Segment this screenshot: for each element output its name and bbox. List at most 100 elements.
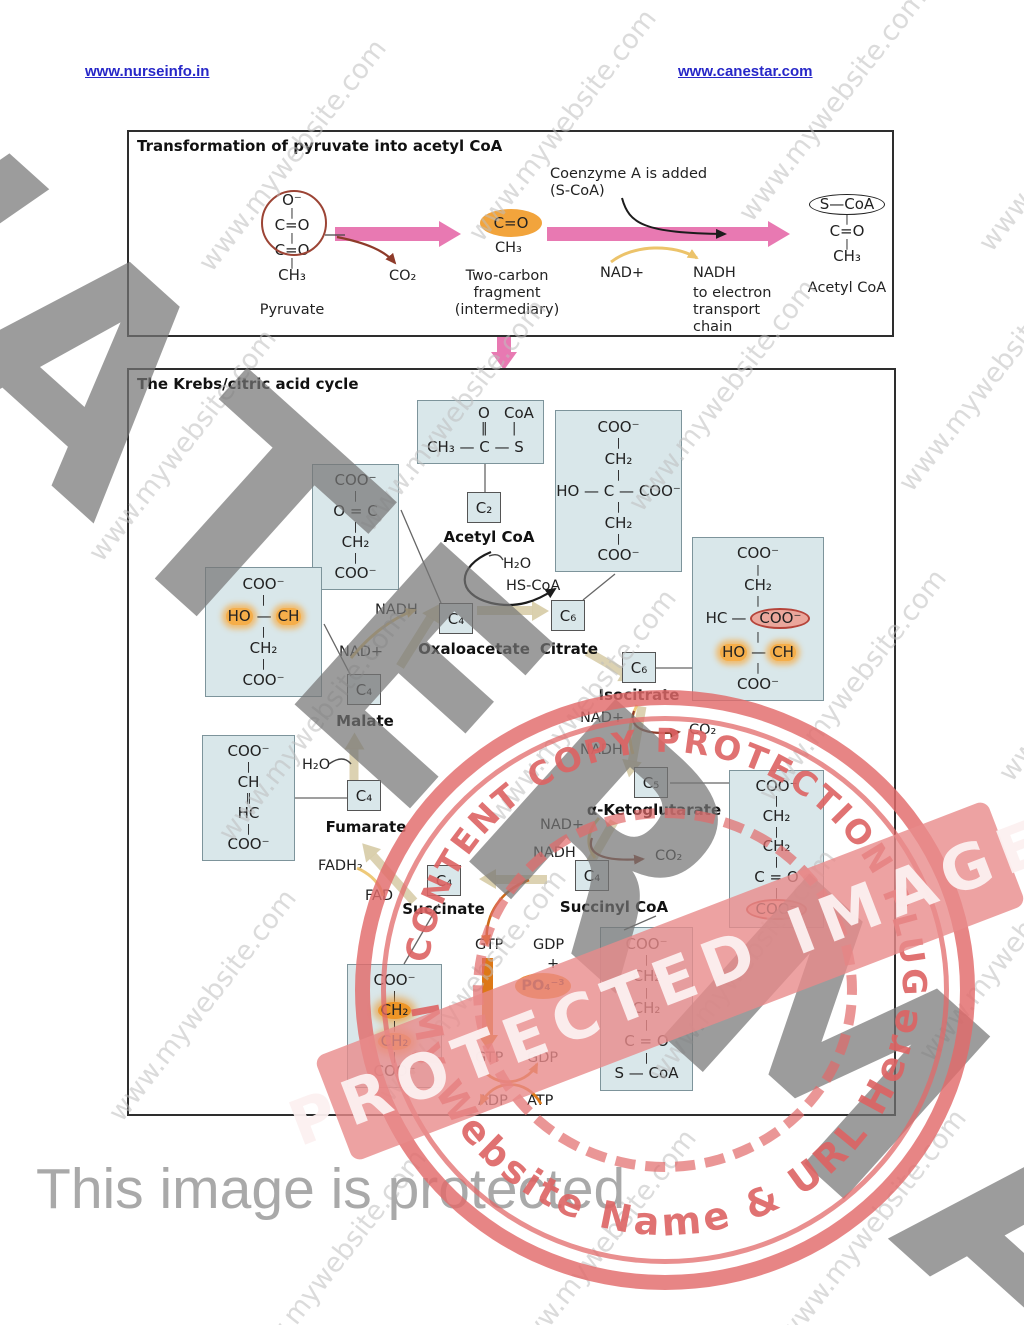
c4-box-oxaloacetate: C₄: [439, 603, 473, 634]
link-canestar[interactable]: www.canestar.com: [678, 63, 813, 80]
formula-line: HO — C — COO⁻: [556, 481, 681, 500]
pink-arrow-down: [497, 337, 511, 353]
formula-line: CH₂: [744, 575, 772, 594]
h2o-label-2: H₂O: [302, 757, 331, 773]
bond: |: [756, 594, 760, 608]
nadh-label-top: NADH: [693, 265, 736, 281]
formula-line: to electron: [693, 285, 772, 301]
bond: |: [353, 520, 358, 533]
c4-box-malate: C₄: [347, 674, 381, 705]
tile-watermark-text: www.mywebsite.com: [972, 13, 1024, 258]
citrate-structure-box: COO⁻|CH₂|HO — C — COO⁻|CH₂|COO⁻: [555, 410, 682, 572]
dash: —: [731, 609, 747, 628]
formula-line: COO⁻: [597, 545, 640, 564]
formula-line: transport: [693, 302, 760, 318]
double-bond: ‖: [481, 421, 488, 436]
bond: |: [353, 489, 358, 502]
ch-highlight: CH: [770, 643, 796, 662]
stamp-inner-ring: [473, 808, 857, 1172]
top-panel-arrows: [325, 197, 727, 265]
bond: |: [261, 593, 266, 606]
formula-line: CH: [237, 773, 260, 791]
ho-highlight: HO: [225, 606, 253, 625]
dash: —: [256, 606, 272, 625]
bond: |: [845, 212, 849, 225]
formula-row: HC — COO⁻: [705, 608, 811, 630]
link-nurseinfo[interactable]: www.nurseinfo.in: [85, 63, 210, 80]
stamp-middle-ring: [381, 716, 949, 1264]
bond: |: [261, 657, 266, 670]
bond: |: [261, 625, 266, 638]
formula-line: (S-CoA): [550, 183, 605, 199]
pink-arrow-1: [335, 227, 440, 241]
formula-line: Coenzyme A is added: [550, 166, 708, 182]
malate-label: Malate: [336, 712, 394, 730]
formula-line: fragment: [473, 285, 541, 301]
bond: |: [756, 562, 760, 576]
krebs-panel-title: The Krebs/citric acid cycle: [137, 375, 359, 393]
formula-line: (intermediary): [454, 302, 560, 318]
tile-watermark-text: www.mywebsite.com: [992, 543, 1024, 788]
formula-line: COO⁻: [227, 742, 270, 760]
bond: |: [246, 760, 251, 773]
acetyl-coa-structure: S—CoA | C=O | CH₃: [801, 194, 893, 265]
fragment-carbonyl: C=O: [493, 213, 529, 232]
cycle-arrow-oxaloacetate-citrate: [477, 606, 533, 615]
formula-line: O = C: [333, 502, 378, 520]
formula-line: HC: [237, 804, 260, 822]
formula-o: O: [478, 404, 490, 422]
formula-row: CH₃ — C — S: [427, 438, 524, 456]
formula-line: COO⁻: [736, 544, 779, 563]
pyruvate-circle: [261, 190, 327, 256]
bond: |: [756, 629, 760, 643]
bond: |: [616, 500, 621, 513]
citrate-label: Citrate: [539, 640, 599, 658]
formula-line: Two-carbon: [465, 268, 549, 284]
ch-highlight: CH: [275, 606, 302, 625]
hc: HC: [705, 609, 728, 628]
isocitrate-structure-box: COO⁻|CH₂| HC — COO⁻ | HO — CH |COO⁻: [692, 537, 824, 701]
formula-line: CH₃: [278, 266, 306, 284]
bond: |: [616, 532, 621, 545]
coenzyme-note: Coenzyme A is added(S-CoA): [550, 166, 707, 200]
bond: |: [246, 822, 251, 835]
formula-line: COO⁻: [334, 471, 377, 489]
formula-line: COO⁻: [736, 674, 779, 693]
c6-box-isocitrate: C₆: [622, 652, 656, 683]
nad-label-top: NAD+: [600, 265, 645, 281]
tile-watermark-text: www.mywebsite.com: [892, 253, 1024, 498]
fumarate-structure-box: COO⁻|CH‖HC|COO⁻: [202, 735, 295, 861]
formula-row: HO — CH: [225, 606, 302, 625]
formula-line: CH₂: [604, 449, 633, 468]
formula-coa: CoA: [504, 404, 534, 422]
formula-line: CH₂: [341, 533, 370, 551]
oxaloacetate-structure-box: COO⁻|O = C|CH₂|COO⁻: [312, 464, 399, 590]
ho-highlight: HO: [720, 643, 748, 662]
formula-line: COO⁻: [242, 670, 285, 689]
bond: |: [353, 551, 358, 564]
c2-box: C₂: [467, 492, 501, 523]
fumarate-label: Fumarate: [325, 818, 407, 836]
bond: |: [845, 237, 849, 250]
h2o-label-1: H₂O: [503, 556, 532, 572]
acetylcoa-structure-box: O CoA ‖ | CH₃ — C — S: [417, 400, 544, 464]
pyruvate-panel: Transformation of pyruvate into acetyl C…: [127, 130, 894, 337]
co2-label-top: CO₂: [389, 268, 417, 284]
acetyl-methyl: CH₃: [833, 247, 861, 265]
acetyl-carbonyl: C=O: [829, 222, 865, 240]
pyruvate-label: Pyruvate: [259, 302, 325, 318]
carbonyl-highlight: C=O: [480, 209, 542, 237]
nad-label-1: NAD+: [339, 644, 384, 660]
formula-line: CH₂: [249, 638, 278, 657]
formula-line: chain: [693, 319, 733, 335]
c4-box-fumarate: C₄: [347, 780, 381, 811]
formula-line: CH₂: [604, 513, 633, 532]
pink-arrow-2: [547, 227, 769, 241]
bond: |: [290, 256, 294, 269]
bond: |: [756, 661, 760, 675]
oxaloacetate-label: Oxaloacetate: [418, 640, 530, 658]
malate-structure-box: COO⁻ | HO — CH |CH₂|COO⁻: [205, 567, 322, 697]
formula-line: COO⁻: [597, 417, 640, 436]
